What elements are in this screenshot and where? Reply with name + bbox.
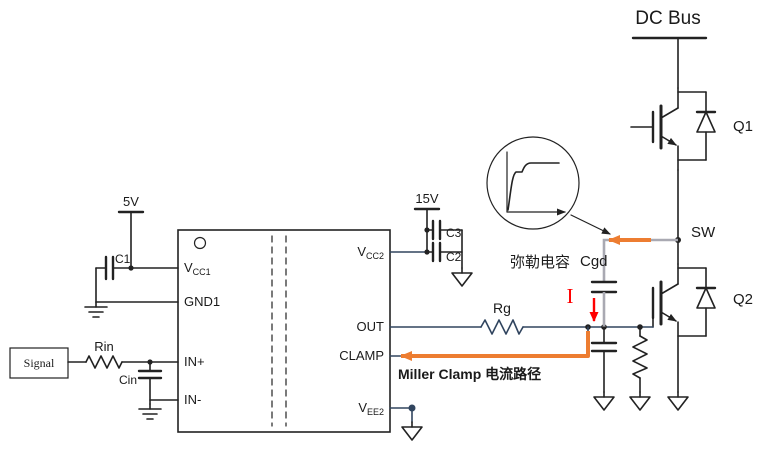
- rg-label: Rg: [493, 300, 511, 316]
- diode-q2: [677, 267, 717, 337]
- current-i-label: I: [567, 284, 574, 308]
- capacitor-cgd: [590, 280, 618, 294]
- rgate-ground: [629, 391, 651, 411]
- vee2-net: [389, 404, 423, 441]
- miller-cap-label: 弥勒电容: [510, 253, 570, 271]
- capacitor-c2: [431, 241, 442, 263]
- signal-input: Signal Rin Cin: [9, 339, 179, 420]
- igbt-q2: Q2: [651, 263, 753, 411]
- waveform-circle: [486, 136, 580, 230]
- q2-emitter-arrow: [660, 311, 677, 322]
- c1-label: C1: [115, 252, 131, 266]
- capacitor-cge: [590, 341, 618, 353]
- gate-voltage-curve: [507, 162, 560, 211]
- secondary-supply: 15V C3 C2: [389, 191, 473, 287]
- q1-diode-triangle: [696, 111, 716, 133]
- q1-label: Q1: [733, 118, 753, 135]
- inset-pointer-arrow: [570, 214, 611, 235]
- pin-inn-label: IN-: [184, 392, 201, 407]
- gate-pulldown-resistor: [632, 335, 648, 379]
- gnd1-ground: [84, 301, 108, 318]
- gate-drive-path: Rg: [389, 300, 654, 335]
- secondary-ground: [451, 267, 473, 287]
- capacitor-cin: [137, 369, 163, 380]
- capacitor-c3: [431, 219, 442, 241]
- q2-collector-diagonal: [660, 283, 679, 295]
- q2-label: Q2: [733, 291, 753, 308]
- pin-gnd1-label: GND1: [184, 294, 220, 309]
- sw-node: SW: [675, 169, 716, 265]
- rin-label: Rin: [94, 339, 114, 354]
- dc-bus-label: DC Bus: [635, 8, 700, 29]
- diode-q1: [677, 91, 717, 161]
- miller-clamp-current-arrow: [400, 331, 590, 361]
- pin-inp-label: IN+: [184, 354, 205, 369]
- sw-label: SW: [691, 224, 716, 241]
- clamp-path-label: Miller Clamp 电流路径: [398, 366, 541, 382]
- signal-label: Signal: [24, 356, 55, 370]
- rail-5v-label: 5V: [123, 194, 139, 209]
- capacitor-c1: [104, 255, 115, 281]
- waveform-inset: [486, 136, 611, 235]
- q2-emitter-ground: [667, 391, 689, 411]
- q2-diode-triangle: [696, 287, 716, 309]
- resistor-rg: [480, 319, 524, 335]
- cgd-label: Cgd: [580, 253, 608, 270]
- rail-15v-label: 15V: [415, 191, 438, 206]
- q1-emitter-arrow: [660, 135, 677, 146]
- cge-ground: [593, 391, 615, 411]
- clamp-wire: [389, 326, 589, 357]
- pin-clamp-label: CLAMP: [339, 348, 384, 363]
- sw-to-cgd-wire: [602, 238, 678, 282]
- pin-out-label: OUT: [357, 319, 385, 334]
- miller-network: 弥勒电容 Cgd I: [510, 235, 678, 411]
- clamp-path: Miller Clamp 电流路径: [389, 326, 590, 382]
- vee2-ground: [401, 421, 423, 441]
- pin-vee2-label: VEE2: [358, 400, 384, 417]
- c2-label: C2: [446, 250, 462, 264]
- primary-supply: 5V C1: [84, 194, 179, 318]
- q1-collector-diagonal: [660, 107, 679, 119]
- ic-body: [177, 229, 391, 433]
- dc-bus: DC Bus: [631, 8, 708, 89]
- c3-label: C3: [446, 226, 462, 240]
- resistor-rin: [85, 355, 123, 369]
- signal-source-box: [9, 347, 69, 379]
- gate-driver-ic: VCC1 GND1 IN+ IN- VCC2 OUT CLAMP VEE2: [177, 229, 391, 433]
- igbt-q1: Q1: [630, 87, 753, 171]
- pin1-marker-circle: [193, 236, 207, 250]
- pin-vcc1-label: VCC1: [184, 260, 211, 277]
- input-ground: [138, 403, 162, 420]
- cin-label: Cin: [119, 373, 137, 387]
- pin-vcc2-label: VCC2: [357, 244, 384, 261]
